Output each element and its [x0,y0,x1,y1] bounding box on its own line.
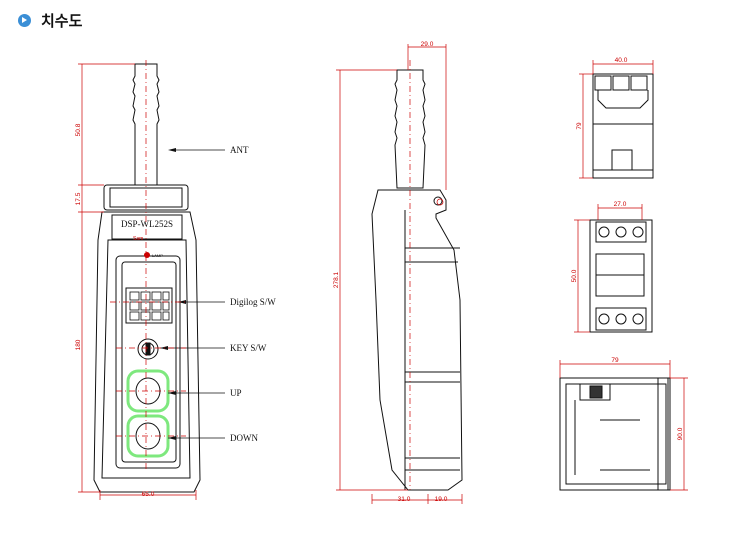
front-view-buttons [126,369,170,458]
model-label: DSP-WL252S [121,219,173,229]
dim-width: 65.0 [142,491,155,498]
brand-label: Sam [133,236,143,242]
relay-top-view [592,73,654,179]
callout-digilog: Digilog S/W [230,297,276,307]
dim-side-bottom-left: 31.0 [398,496,411,503]
section-header: 치수도 [18,10,82,31]
section-title: 치수도 [41,12,83,30]
dim-relay-bottom-width: 79 [611,357,619,364]
relay-labels: 40.0 79 27.0 50.0 79 90.0 [571,57,684,440]
dim-relay-top-height: 79 [576,122,583,130]
relay-mid-view [589,219,653,333]
relay-bottom-view [559,377,671,491]
dim-side-top: 29.0 [421,41,434,48]
dim-side-bottom-right: 19.0 [435,496,448,503]
circle-arrow-icon [18,14,31,27]
front-view-labels: DSP-WL252S Sam LAMP ANT Digilog S/W KEY … [75,123,276,498]
side-view-pendant [371,69,463,491]
dim-side-total: 278.1 [333,271,340,288]
callout-up: UP [230,388,242,398]
side-view-labels: 29.0 278.1 31.0 19.0 [333,41,448,503]
dim-relay-top-width: 40.0 [615,57,628,64]
callout-ant: ANT [230,145,249,155]
callout-down: DOWN [230,433,258,443]
dim-relay-mid-height: 50.0 [571,269,578,282]
dim-cap-height: 17.5 [75,192,82,205]
dim-ant-height: 50.8 [75,123,82,136]
dim-relay-bottom-height: 90.0 [677,427,684,440]
dim-body-height: 180 [75,339,82,350]
dim-relay-mid-width: 27.0 [614,201,627,208]
front-view-pendant [93,63,201,493]
callout-key: KEY S/W [230,343,267,353]
lamp-label: LAMP [152,253,163,258]
